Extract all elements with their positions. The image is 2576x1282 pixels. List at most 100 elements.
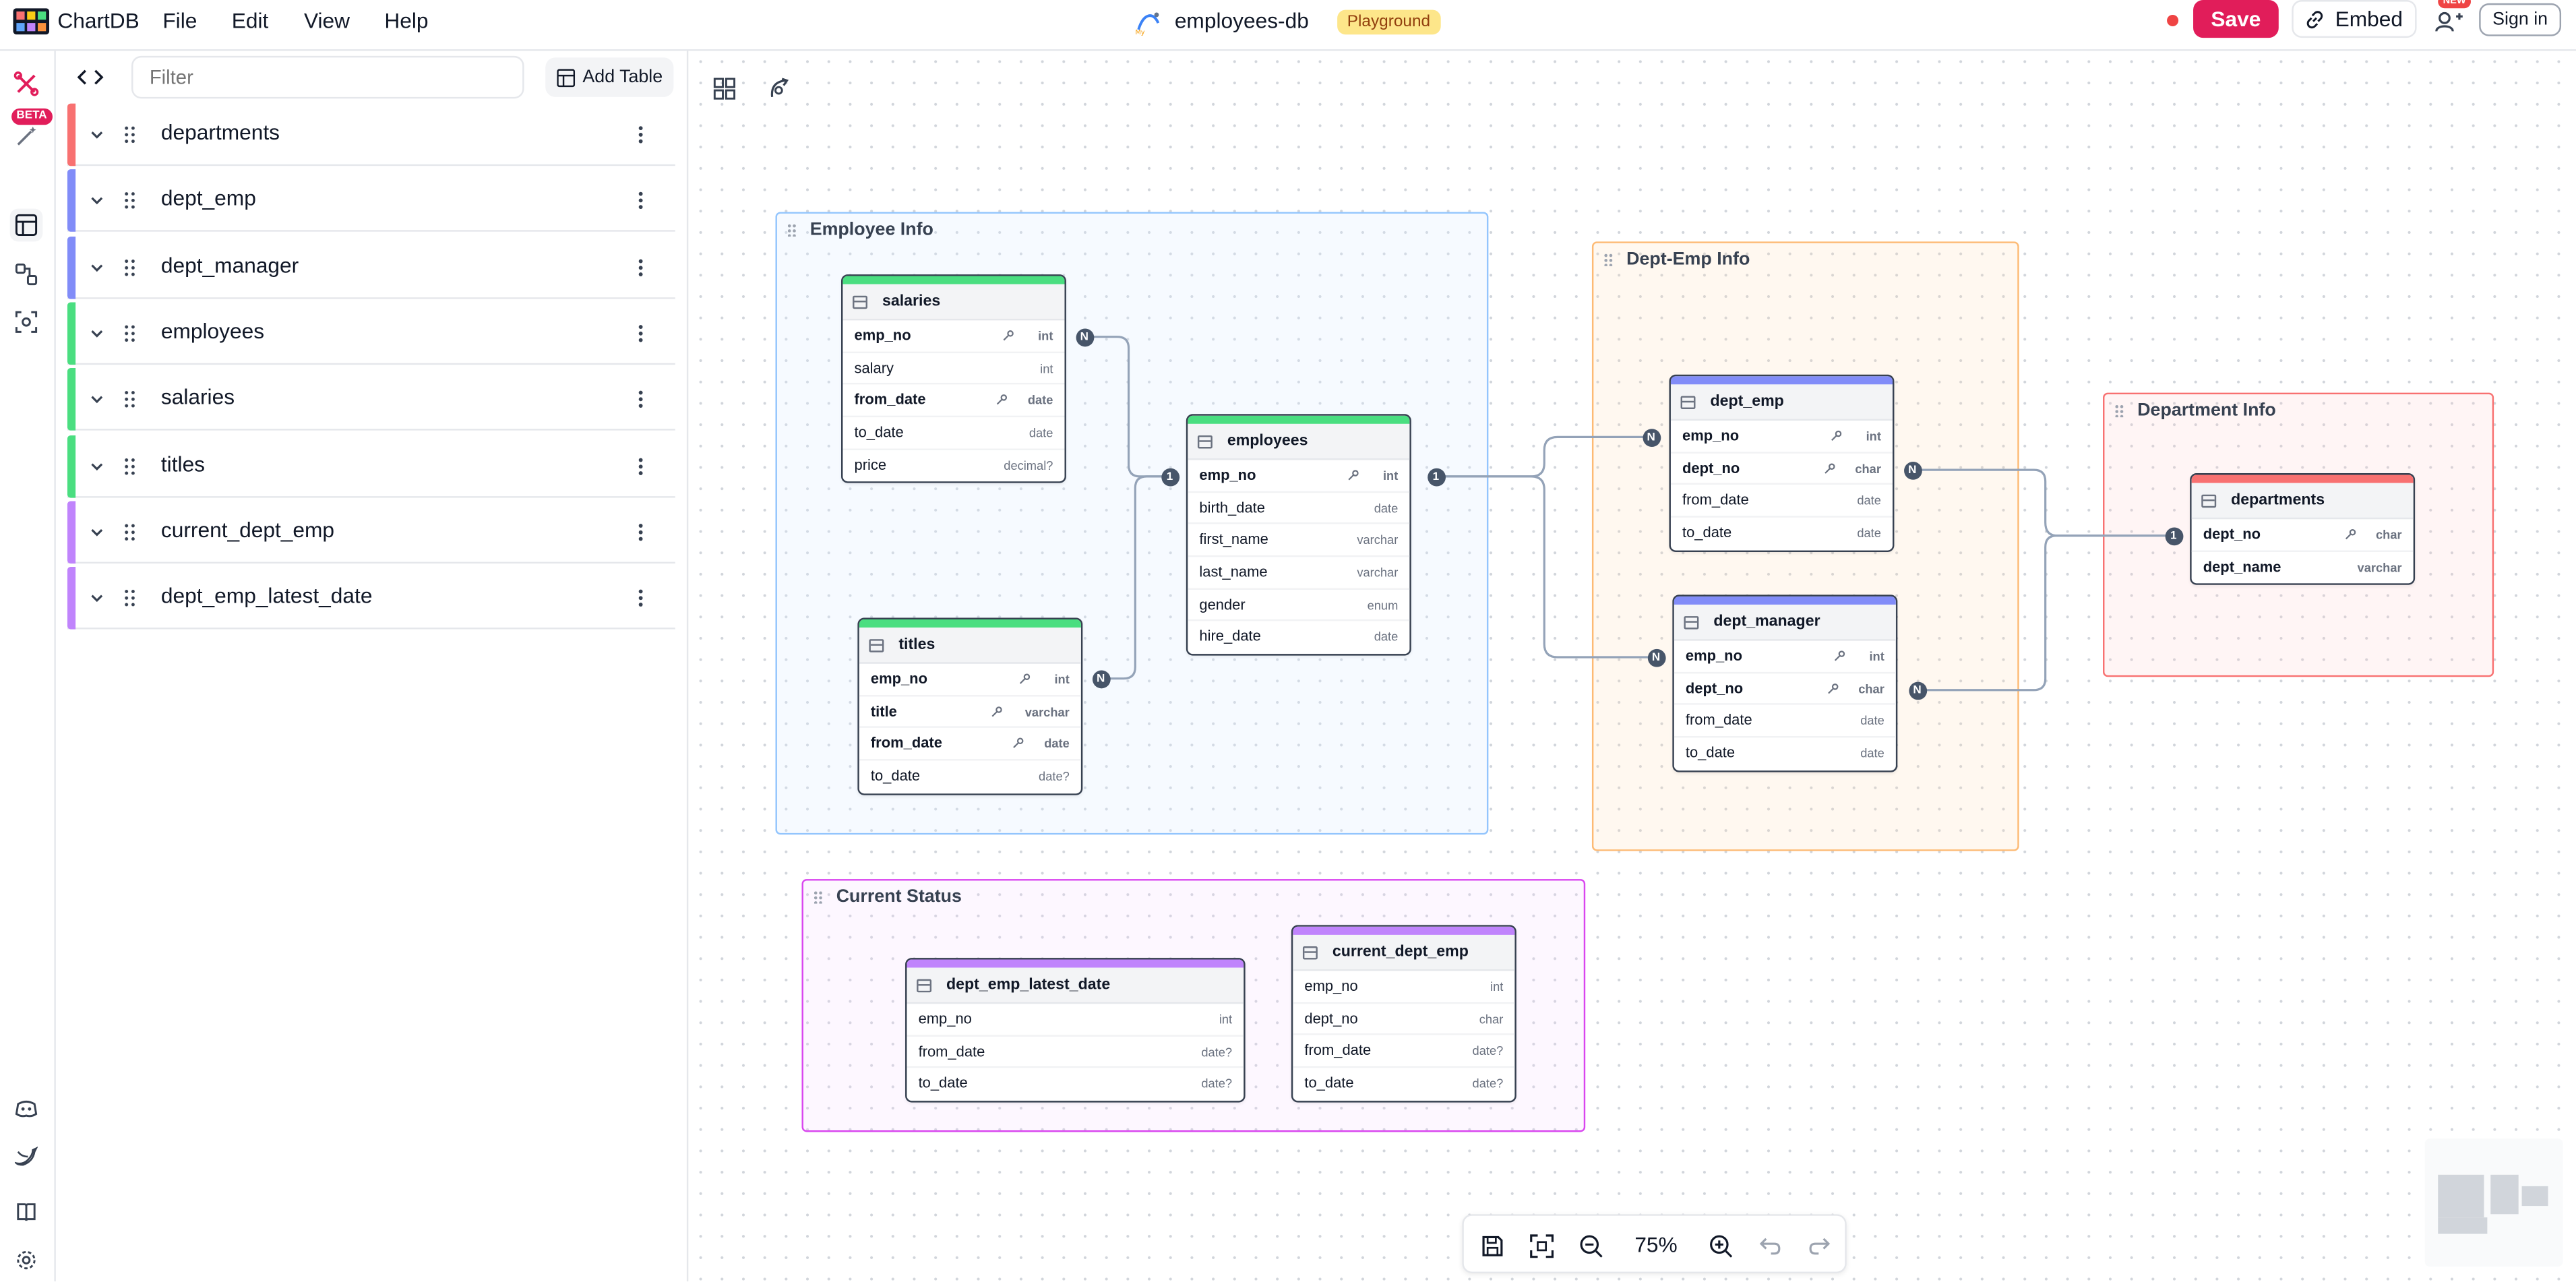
chevron-down-icon[interactable]: [89, 259, 105, 275]
table-list-item[interactable]: dept_emp: [67, 169, 675, 233]
relationships-icon[interactable]: [10, 258, 43, 291]
table-header[interactable]: dept_emp: [1670, 384, 1893, 421]
table-header[interactable]: dept_manager: [1674, 605, 1896, 641]
sign-in-button[interactable]: Sign in: [2479, 3, 2562, 36]
save-icon[interactable]: [1477, 1231, 1506, 1260]
more-vertical-icon[interactable]: [638, 390, 644, 409]
table-list-item[interactable]: employees: [67, 302, 675, 365]
chevron-down-icon[interactable]: [89, 127, 105, 143]
chevron-down-icon[interactable]: [89, 524, 105, 540]
add-table-button[interactable]: Add Table: [545, 57, 674, 97]
drag-handle-icon[interactable]: [123, 456, 135, 475]
drag-handle-icon[interactable]: [123, 390, 135, 408]
drag-handle-icon[interactable]: [123, 522, 135, 541]
table-header[interactable]: titles: [859, 628, 1081, 664]
more-vertical-icon[interactable]: [638, 588, 644, 608]
twitter-icon[interactable]: [10, 1140, 43, 1173]
chevron-down-icon[interactable]: [89, 392, 105, 408]
erd-icon[interactable]: [10, 67, 43, 100]
areas-icon[interactable]: [10, 305, 43, 338]
drag-handle-icon[interactable]: [123, 125, 135, 144]
drag-handle-icon[interactable]: [813, 890, 824, 904]
discord-icon[interactable]: [10, 1093, 43, 1126]
magic-wand-icon[interactable]: [10, 120, 43, 153]
table-header[interactable]: salaries: [842, 284, 1065, 321]
chevron-down-icon[interactable]: [89, 325, 105, 341]
invite-user-button[interactable]: [2432, 5, 2465, 38]
redo-icon[interactable]: [1804, 1231, 1833, 1260]
chevron-down-icon[interactable]: [89, 458, 105, 474]
auto-arrange-icon[interactable]: [767, 78, 797, 107]
drag-handle-icon[interactable]: [2114, 404, 2124, 418]
drag-handle-icon[interactable]: [123, 588, 135, 607]
more-vertical-icon[interactable]: [638, 456, 644, 475]
menu-file[interactable]: File: [162, 8, 197, 33]
minimap[interactable]: [2424, 1138, 2563, 1267]
table-list-item[interactable]: current_dept_emp: [67, 500, 675, 563]
drag-handle-icon[interactable]: [123, 323, 135, 342]
drag-handle-icon[interactable]: [123, 191, 135, 210]
grid-view-icon[interactable]: [713, 78, 743, 107]
chevron-down-icon[interactable]: [89, 590, 105, 606]
chevron-down-icon[interactable]: [89, 193, 105, 209]
table-list-item[interactable]: dept_emp_latest_date: [67, 567, 675, 630]
diagram-name[interactable]: employees-db: [1174, 8, 1309, 33]
chartdb-logo[interactable]: [13, 8, 50, 35]
drag-handle-icon[interactable]: [123, 257, 135, 276]
table-header[interactable]: departments: [2191, 483, 2414, 520]
tables-icon[interactable]: [9, 208, 43, 242]
more-vertical-icon[interactable]: [638, 191, 644, 210]
more-vertical-icon[interactable]: [638, 522, 644, 542]
table-header[interactable]: current_dept_emp: [1293, 934, 1515, 971]
drag-handle-icon[interactable]: [787, 223, 797, 237]
filter-input[interactable]: [131, 55, 524, 99]
docs-icon[interactable]: [10, 1196, 43, 1229]
table-list-item[interactable]: titles: [67, 434, 675, 497]
collapse-panel-icon[interactable]: [77, 66, 104, 89]
menu-edit[interactable]: Edit: [231, 8, 269, 33]
settings-icon[interactable]: [10, 1244, 43, 1277]
save-button[interactable]: Save: [2193, 0, 2279, 38]
more-vertical-icon[interactable]: [638, 125, 644, 144]
menu-view[interactable]: View: [303, 8, 350, 33]
fit-view-icon[interactable]: [1526, 1231, 1556, 1260]
zoom-out-icon[interactable]: [1576, 1231, 1605, 1260]
more-vertical-icon[interactable]: [638, 257, 644, 277]
zoom-in-icon[interactable]: [1705, 1231, 1735, 1260]
diagram-canvas[interactable]: Employee Info Dept-Emp Info Department I…: [689, 51, 2576, 1282]
